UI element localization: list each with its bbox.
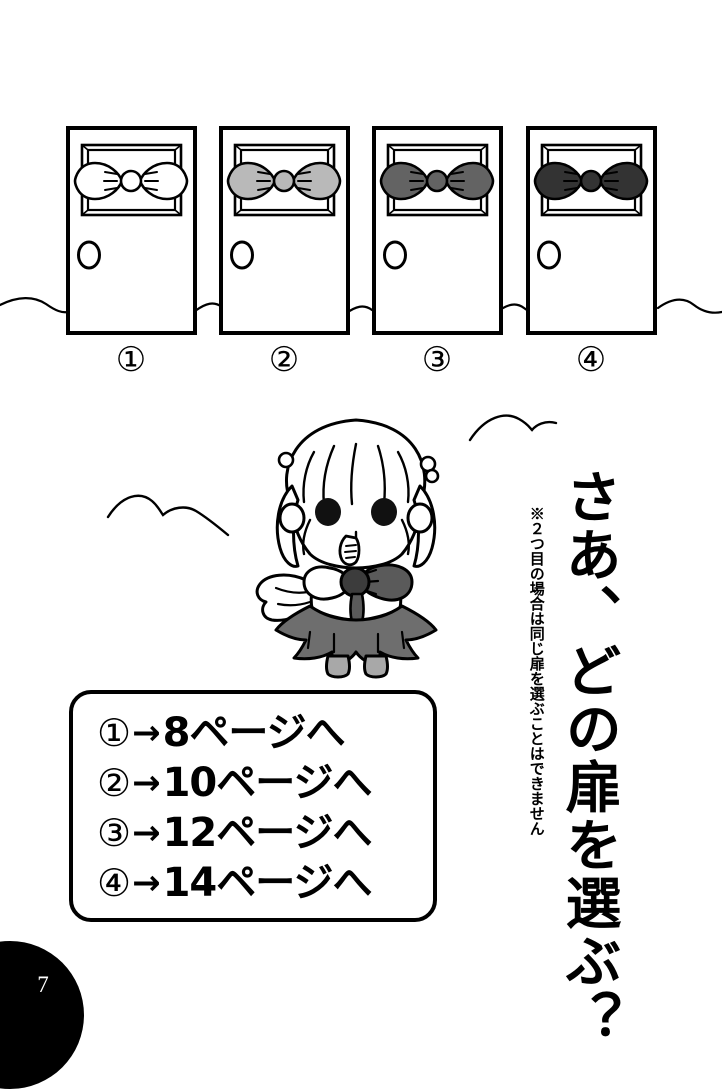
doors-scene [0,0,722,400]
door-1[interactable] [66,126,197,335]
eye-right [371,498,397,526]
hair-bobble-right-2 [424,468,440,484]
eye-left [315,498,341,526]
bow-icon-door-4 [533,161,649,201]
choice-dest-1: 8ページへ [162,710,346,756]
choice-row-2[interactable]: ② → 10ページへ [97,758,423,808]
choice-row-4[interactable]: ④ → 14ページへ [97,858,423,908]
door-number-labels: ① ② ③ ④ [0,338,722,388]
choice-dest-3: 12ページへ [162,810,373,856]
cloud-decorations [0,395,722,555]
page-headline: さあ、どの扉を選ぶ？ [556,468,623,1048]
door-label-4: ④ [575,340,607,380]
cloud-right [468,414,558,442]
wing-feather-lines [274,586,312,607]
bow-icon-door-1 [73,161,189,201]
cloud-left [106,494,230,537]
page-number: 7 [37,972,49,997]
skirt-pleat-lines [306,630,406,654]
choice-dest-4: 14ページへ [162,860,373,906]
choice-number-3: ③ [97,811,132,855]
door-label-2: ② [268,340,300,380]
finger-lines [344,544,357,559]
door-3[interactable] [372,126,503,335]
hair-bobble-left [277,451,295,469]
arrow-icon-3: → [132,813,161,853]
choice-number-2: ② [97,761,132,805]
bow-icon-door-2 [226,161,342,201]
ear-left [278,502,306,534]
door-4[interactable] [526,126,657,335]
choice-row-1[interactable]: ① → 8ページへ [97,708,423,758]
page-routing-box: ① → 8ページへ ② → 10ページへ ③ → 12ページへ ④ → 14ペー… [69,690,437,922]
choice-row-3[interactable]: ③ → 12ページへ [97,808,423,858]
bow-icon-door-3 [379,161,495,201]
choice-number-1: ① [97,711,132,755]
ear-right [406,502,434,534]
page-number-corner [0,941,84,1089]
choice-number-4: ④ [97,861,132,905]
angel-girl-illustration [252,408,462,683]
headline-note: ※２つ目の場合は同じ扉を選ぶことはできません [527,506,546,836]
door-2[interactable] [219,126,350,335]
arrow-icon-1: → [132,713,161,753]
hair-back [285,418,427,570]
door-label-1: ① [115,340,147,380]
arrow-icon-2: → [132,763,161,803]
choice-dest-2: 10ページへ [162,760,373,806]
bowtie-tail [349,592,365,624]
bowtie-knot [339,566,371,598]
arrow-icon-4: → [132,863,161,903]
door-label-3: ③ [421,340,453,380]
boot-right [363,654,389,679]
boot-left [325,654,351,679]
